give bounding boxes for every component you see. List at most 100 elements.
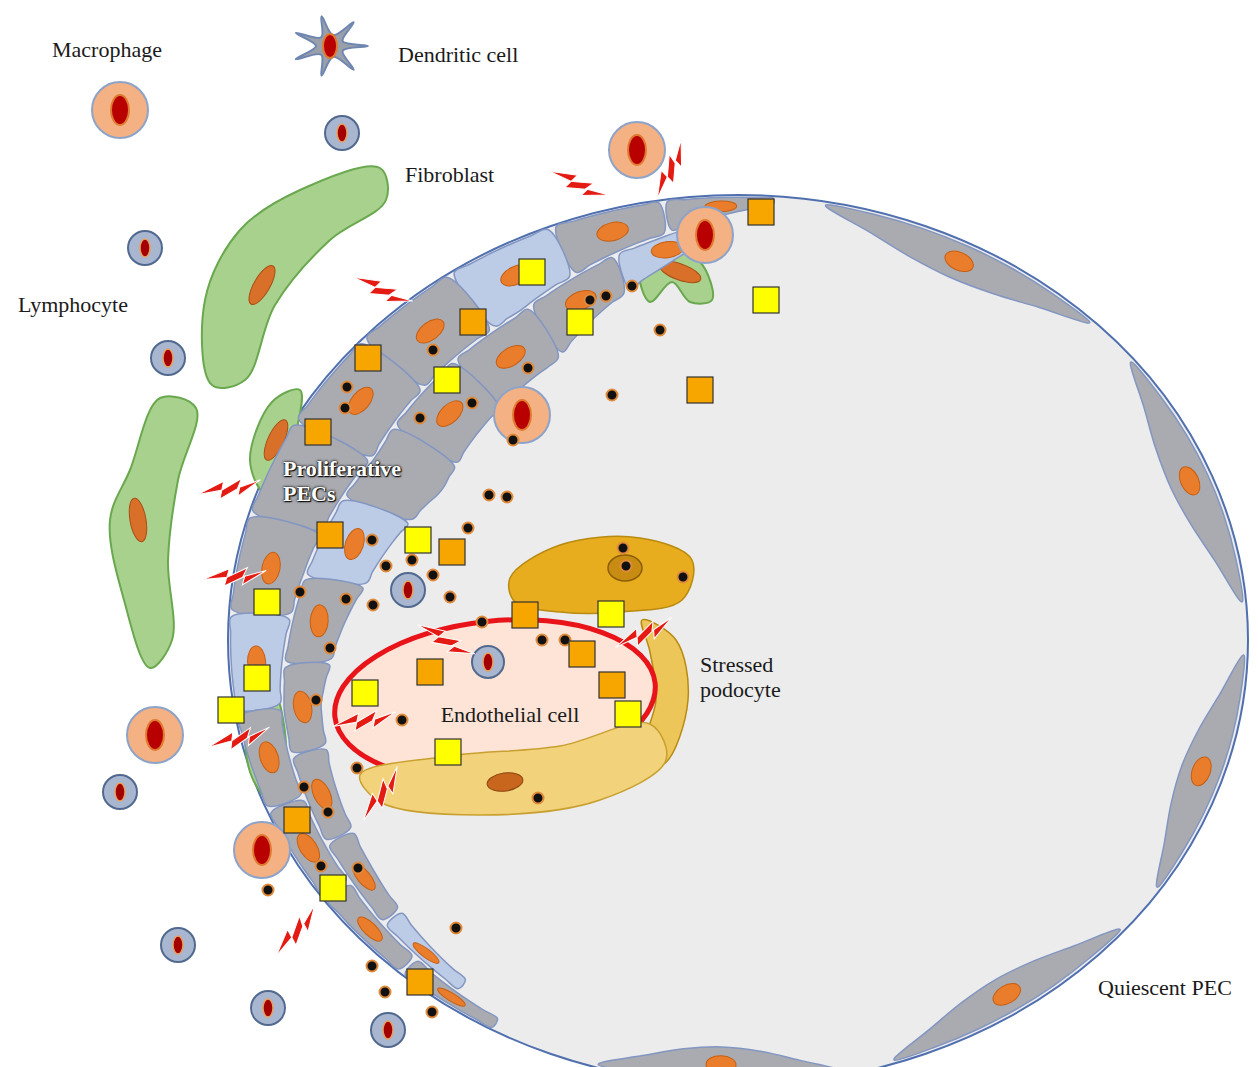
mediator-dot: [427, 1007, 438, 1018]
orange-square: [599, 672, 625, 698]
lymphocyte-cell: [103, 775, 137, 809]
injury-bolt: [197, 472, 263, 506]
podocyte-nucleus: [486, 771, 524, 794]
macrophage-cell: [494, 387, 550, 443]
injury-bolt: [612, 610, 676, 658]
yellow-square: [352, 680, 378, 706]
orange-square: [417, 659, 443, 685]
cell-type-label: Macrophage: [52, 37, 162, 62]
orange-square: [569, 641, 595, 667]
mediator-dot: [502, 492, 513, 503]
mediator-dot: [445, 592, 456, 603]
pec-nucleus: [989, 979, 1024, 1010]
fibroblast-nucleus: [244, 262, 280, 308]
mediator-dot: [380, 987, 391, 998]
lymphocyte-nucleus: [383, 1021, 393, 1039]
podocyte-nucleus: [608, 555, 642, 581]
yellow-square: [254, 589, 280, 615]
macrophage-nucleus: [628, 135, 646, 165]
mediator-dot: [263, 885, 274, 896]
macrophage-nucleus: [696, 220, 714, 250]
mediator-dot: [295, 587, 306, 598]
mediator-dot: [601, 291, 612, 302]
pec-nucleus: [412, 314, 448, 348]
proliferative-pec-cell: [284, 662, 330, 752]
mediator-dot: [415, 413, 426, 424]
orange-square: [512, 602, 538, 628]
mediator-dot: [299, 782, 310, 793]
yellow-square: [615, 701, 641, 727]
pec-nucleus: [259, 551, 283, 586]
pec-nucleus: [309, 604, 329, 637]
cell-type-label: Stressed podocyte: [700, 652, 820, 703]
lymphocyte-cell: [325, 116, 359, 150]
dendritic-nucleus: [323, 34, 337, 58]
orange-square: [407, 969, 433, 995]
mediator-dot: [353, 863, 364, 874]
mediator-dot: [585, 295, 596, 306]
cell-type-label: Quiescent PEC: [1098, 975, 1232, 1000]
yellow-square: [435, 739, 461, 765]
mediator-dot: [678, 572, 689, 583]
lymphocyte-nucleus: [115, 783, 125, 801]
mediator-dot: [323, 807, 334, 818]
mediator-dot: [325, 643, 336, 654]
proliferative-pec-cell: [285, 578, 363, 663]
macrophage-nucleus: [111, 95, 129, 125]
fibroblast-cell: [202, 166, 388, 388]
injury-bolt: [271, 900, 322, 963]
orange-square: [748, 199, 774, 225]
mediator-dot: [621, 561, 632, 572]
fibroblast-nucleus: [126, 497, 149, 543]
macrophage-nucleus: [146, 720, 164, 750]
mediator-dot: [607, 390, 618, 401]
injury-bolt: [349, 272, 415, 311]
injury-bolt: [202, 563, 268, 592]
mediator-dot: [537, 635, 548, 646]
quiescent-pec-cell: [1130, 362, 1243, 602]
lymphocyte-nucleus: [337, 124, 347, 142]
cell-type-label: Fibroblast: [405, 162, 494, 187]
pec-nucleus: [1175, 463, 1204, 498]
mediator-dot: [428, 345, 439, 356]
mediator-dot: [451, 923, 462, 934]
dendritic-cell: [296, 16, 368, 75]
orange-square: [317, 522, 343, 548]
macrophage-cell: [127, 707, 183, 763]
pec-nucleus: [1188, 754, 1215, 788]
mediator-dot: [368, 600, 379, 611]
pec-nucleus: [706, 1055, 737, 1067]
orange-square: [355, 345, 381, 371]
mediator-dot: [618, 543, 629, 554]
lymphocyte-cell: [161, 928, 195, 962]
mediator-dot: [316, 861, 327, 872]
orange-square: [460, 309, 486, 335]
yellow-square: [244, 665, 270, 691]
yellow-square: [567, 309, 593, 335]
mediator-dot: [428, 570, 439, 581]
orange-square: [687, 377, 713, 403]
quiescent-pec-cell: [894, 929, 1120, 1060]
podocyte-cell: [360, 722, 667, 815]
yellow-square: [218, 697, 244, 723]
lymphocyte-cell: [391, 573, 425, 607]
injury-bolt: [413, 619, 479, 662]
orange-square: [305, 419, 331, 445]
orange-square: [284, 807, 310, 833]
lymphocyte-cell: [371, 1013, 405, 1047]
macrophage-cell: [92, 82, 148, 138]
mediator-dot: [381, 561, 392, 572]
yellow-square: [320, 875, 346, 901]
pec-nucleus: [432, 396, 468, 431]
cell-type-label: Dendritic cell: [398, 42, 518, 67]
mediator-dot: [463, 523, 474, 534]
fibroblast-cell: [110, 396, 198, 668]
pec-nucleus: [291, 690, 315, 725]
pec-nucleus: [256, 739, 283, 775]
cell-type-label: Proliferative PECs: [283, 456, 433, 507]
mediator-dot: [484, 490, 495, 501]
cell-type-label: Lymphocyte: [18, 292, 128, 317]
